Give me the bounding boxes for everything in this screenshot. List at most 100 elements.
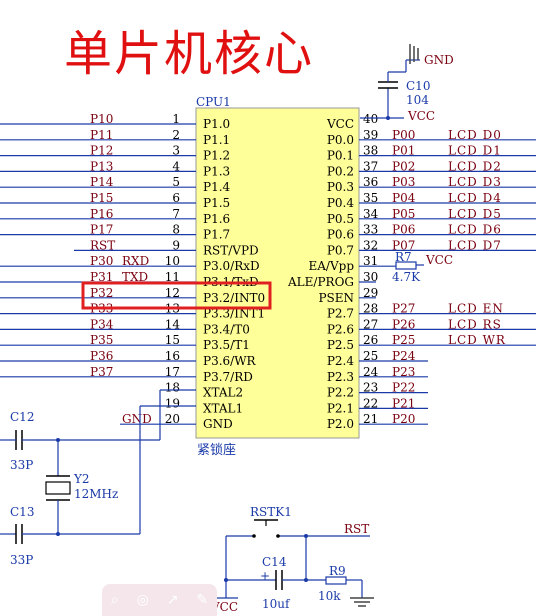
right-func-label: LCD D0 xyxy=(448,128,502,142)
right-pin-number: 24 xyxy=(363,365,379,379)
right-pin-name: VCC xyxy=(326,117,354,131)
left-net-label: P31 xyxy=(90,270,113,284)
right-pin-name: P2.3 xyxy=(327,370,354,384)
right-pin-name: P2.1 xyxy=(327,401,354,415)
right-pin-number: 32 xyxy=(363,238,378,252)
c10-capacitor: GND C10 104 VCC xyxy=(360,44,454,123)
left-net-label: P34 xyxy=(90,317,114,331)
c14-plus: + xyxy=(260,569,270,583)
left-pin-number: 17 xyxy=(165,365,180,379)
left-net-label: P32 xyxy=(90,286,113,300)
left-pin-number: 6 xyxy=(172,191,180,205)
right-pin-number: 37 xyxy=(363,159,378,173)
edit-icon[interactable]: ✎ xyxy=(196,592,209,608)
right-pin-number: 30 xyxy=(363,270,378,284)
right-pin-number: 33 xyxy=(363,223,378,237)
right-func-label: LCD D4 xyxy=(448,191,502,205)
left-pin-number: 15 xyxy=(165,333,180,347)
c10-value: 104 xyxy=(406,93,429,107)
right-func-label: LCD WR xyxy=(448,333,506,347)
share-icon[interactable]: ↗ xyxy=(166,592,179,608)
right-net-label: P22 xyxy=(392,381,415,395)
right-func-label: LCD D6 xyxy=(448,223,502,237)
r7-ref: R7 xyxy=(395,250,412,264)
right-pin-name: P2.6 xyxy=(327,322,354,336)
right-net-label: P21 xyxy=(392,396,415,410)
left-net-label: GND xyxy=(122,412,152,426)
right-func-label: LCD D2 xyxy=(448,159,502,173)
left-pin-number: 11 xyxy=(165,270,180,284)
chip-designator: CPU1 xyxy=(196,95,231,109)
left-pin-name: RST/VPD xyxy=(203,243,259,257)
left-net-label: P11 xyxy=(90,128,113,142)
right-func-label: LCD D1 xyxy=(448,144,502,158)
r7-resistor: R7 4.7K VCC xyxy=(392,250,453,284)
left-net-label: P35 xyxy=(90,333,113,347)
right-net-label: P06 xyxy=(392,223,415,237)
c10-vcc-label: VCC xyxy=(407,109,435,123)
left-pin-number: 12 xyxy=(165,286,180,300)
c12-ref: C12 xyxy=(10,410,34,424)
left-net-label: P10 xyxy=(90,112,113,126)
right-pin-name: P2.5 xyxy=(327,338,354,352)
left-net-label: P13 xyxy=(90,159,113,173)
left-net-label: P12 xyxy=(90,144,113,158)
left-pin-number: 8 xyxy=(172,223,180,237)
right-net-label: P27 xyxy=(392,302,415,316)
left-pin-number: 1 xyxy=(172,112,180,126)
right-pin-name: ALE/PROG xyxy=(287,275,354,289)
left-pin-name: P3.5/T1 xyxy=(203,338,250,352)
right-func-label: LCD EN xyxy=(448,302,504,316)
right-pin-name: P2.4 xyxy=(327,354,355,368)
left-pin-number: 7 xyxy=(172,207,180,221)
left-pin-name: P3.4/T0 xyxy=(203,322,250,336)
right-net-label: P02 xyxy=(392,159,415,173)
right-pin-name: P2.7 xyxy=(327,307,354,321)
right-pin-name: P0.2 xyxy=(327,164,354,178)
left-pin-number: 4 xyxy=(172,159,180,173)
rst-net-label: RST xyxy=(344,522,369,536)
right-net-label: P25 xyxy=(392,333,415,347)
r7-value: 4.7K xyxy=(392,270,421,284)
right-pin-number: 40 xyxy=(363,112,378,126)
left-pin-number: 3 xyxy=(172,144,180,158)
left-pin-name: P1.7 xyxy=(203,228,230,242)
right-pin-number: 31 xyxy=(363,254,378,268)
right-pin-name: P0.5 xyxy=(327,212,354,226)
right-net-label: P03 xyxy=(392,175,415,189)
r9-ref: R9 xyxy=(329,564,346,578)
right-func-label: LCD D7 xyxy=(448,238,502,252)
right-net-label: P04 xyxy=(392,191,416,205)
left-pin-number: 16 xyxy=(165,349,180,363)
right-pin-number: 29 xyxy=(363,286,378,300)
right-func-label: LCD D5 xyxy=(448,207,502,221)
left-pin-number: 14 xyxy=(165,317,181,331)
chat-icon[interactable]: ◎ xyxy=(136,592,149,608)
left-pin-number: 10 xyxy=(165,254,180,268)
c12-value: 33P xyxy=(10,458,33,472)
left-net-label: P15 xyxy=(90,191,113,205)
r7-vcc-label: VCC xyxy=(425,253,453,267)
left-pin-name: P3.0/RxD xyxy=(203,259,260,273)
cpu-chip-body xyxy=(195,107,360,439)
left-pin-number: 19 xyxy=(165,396,180,410)
reset-circuit: RSTK1 RST + C14 10uf R9 10k VCC xyxy=(210,505,374,614)
schematic-title: 单片机核心 xyxy=(64,26,315,82)
crystal-circuit: Y2 12MHz C12 33P C13 33P xyxy=(0,389,196,567)
c13-value: 33P xyxy=(10,553,33,567)
right-net-label: P05 xyxy=(392,207,415,221)
c13-ref: C13 xyxy=(10,505,34,519)
right-pin-number: 27 xyxy=(363,317,378,331)
left-pin-number: 9 xyxy=(172,238,180,252)
left-pin-name: P3.6/WR xyxy=(203,354,257,368)
search-icon[interactable]: ⌕ xyxy=(110,592,119,608)
right-pin-name: P0.6 xyxy=(327,228,354,242)
right-pin-number: 39 xyxy=(363,128,378,142)
left-net-label: P37 xyxy=(90,365,113,379)
right-net-label: P20 xyxy=(392,412,415,426)
left-pin-number: 18 xyxy=(165,381,180,395)
left-pin-name: XTAL2 xyxy=(203,386,243,400)
left-pin-name: P1.2 xyxy=(203,149,230,163)
right-pin-name: P0.4 xyxy=(327,196,355,210)
